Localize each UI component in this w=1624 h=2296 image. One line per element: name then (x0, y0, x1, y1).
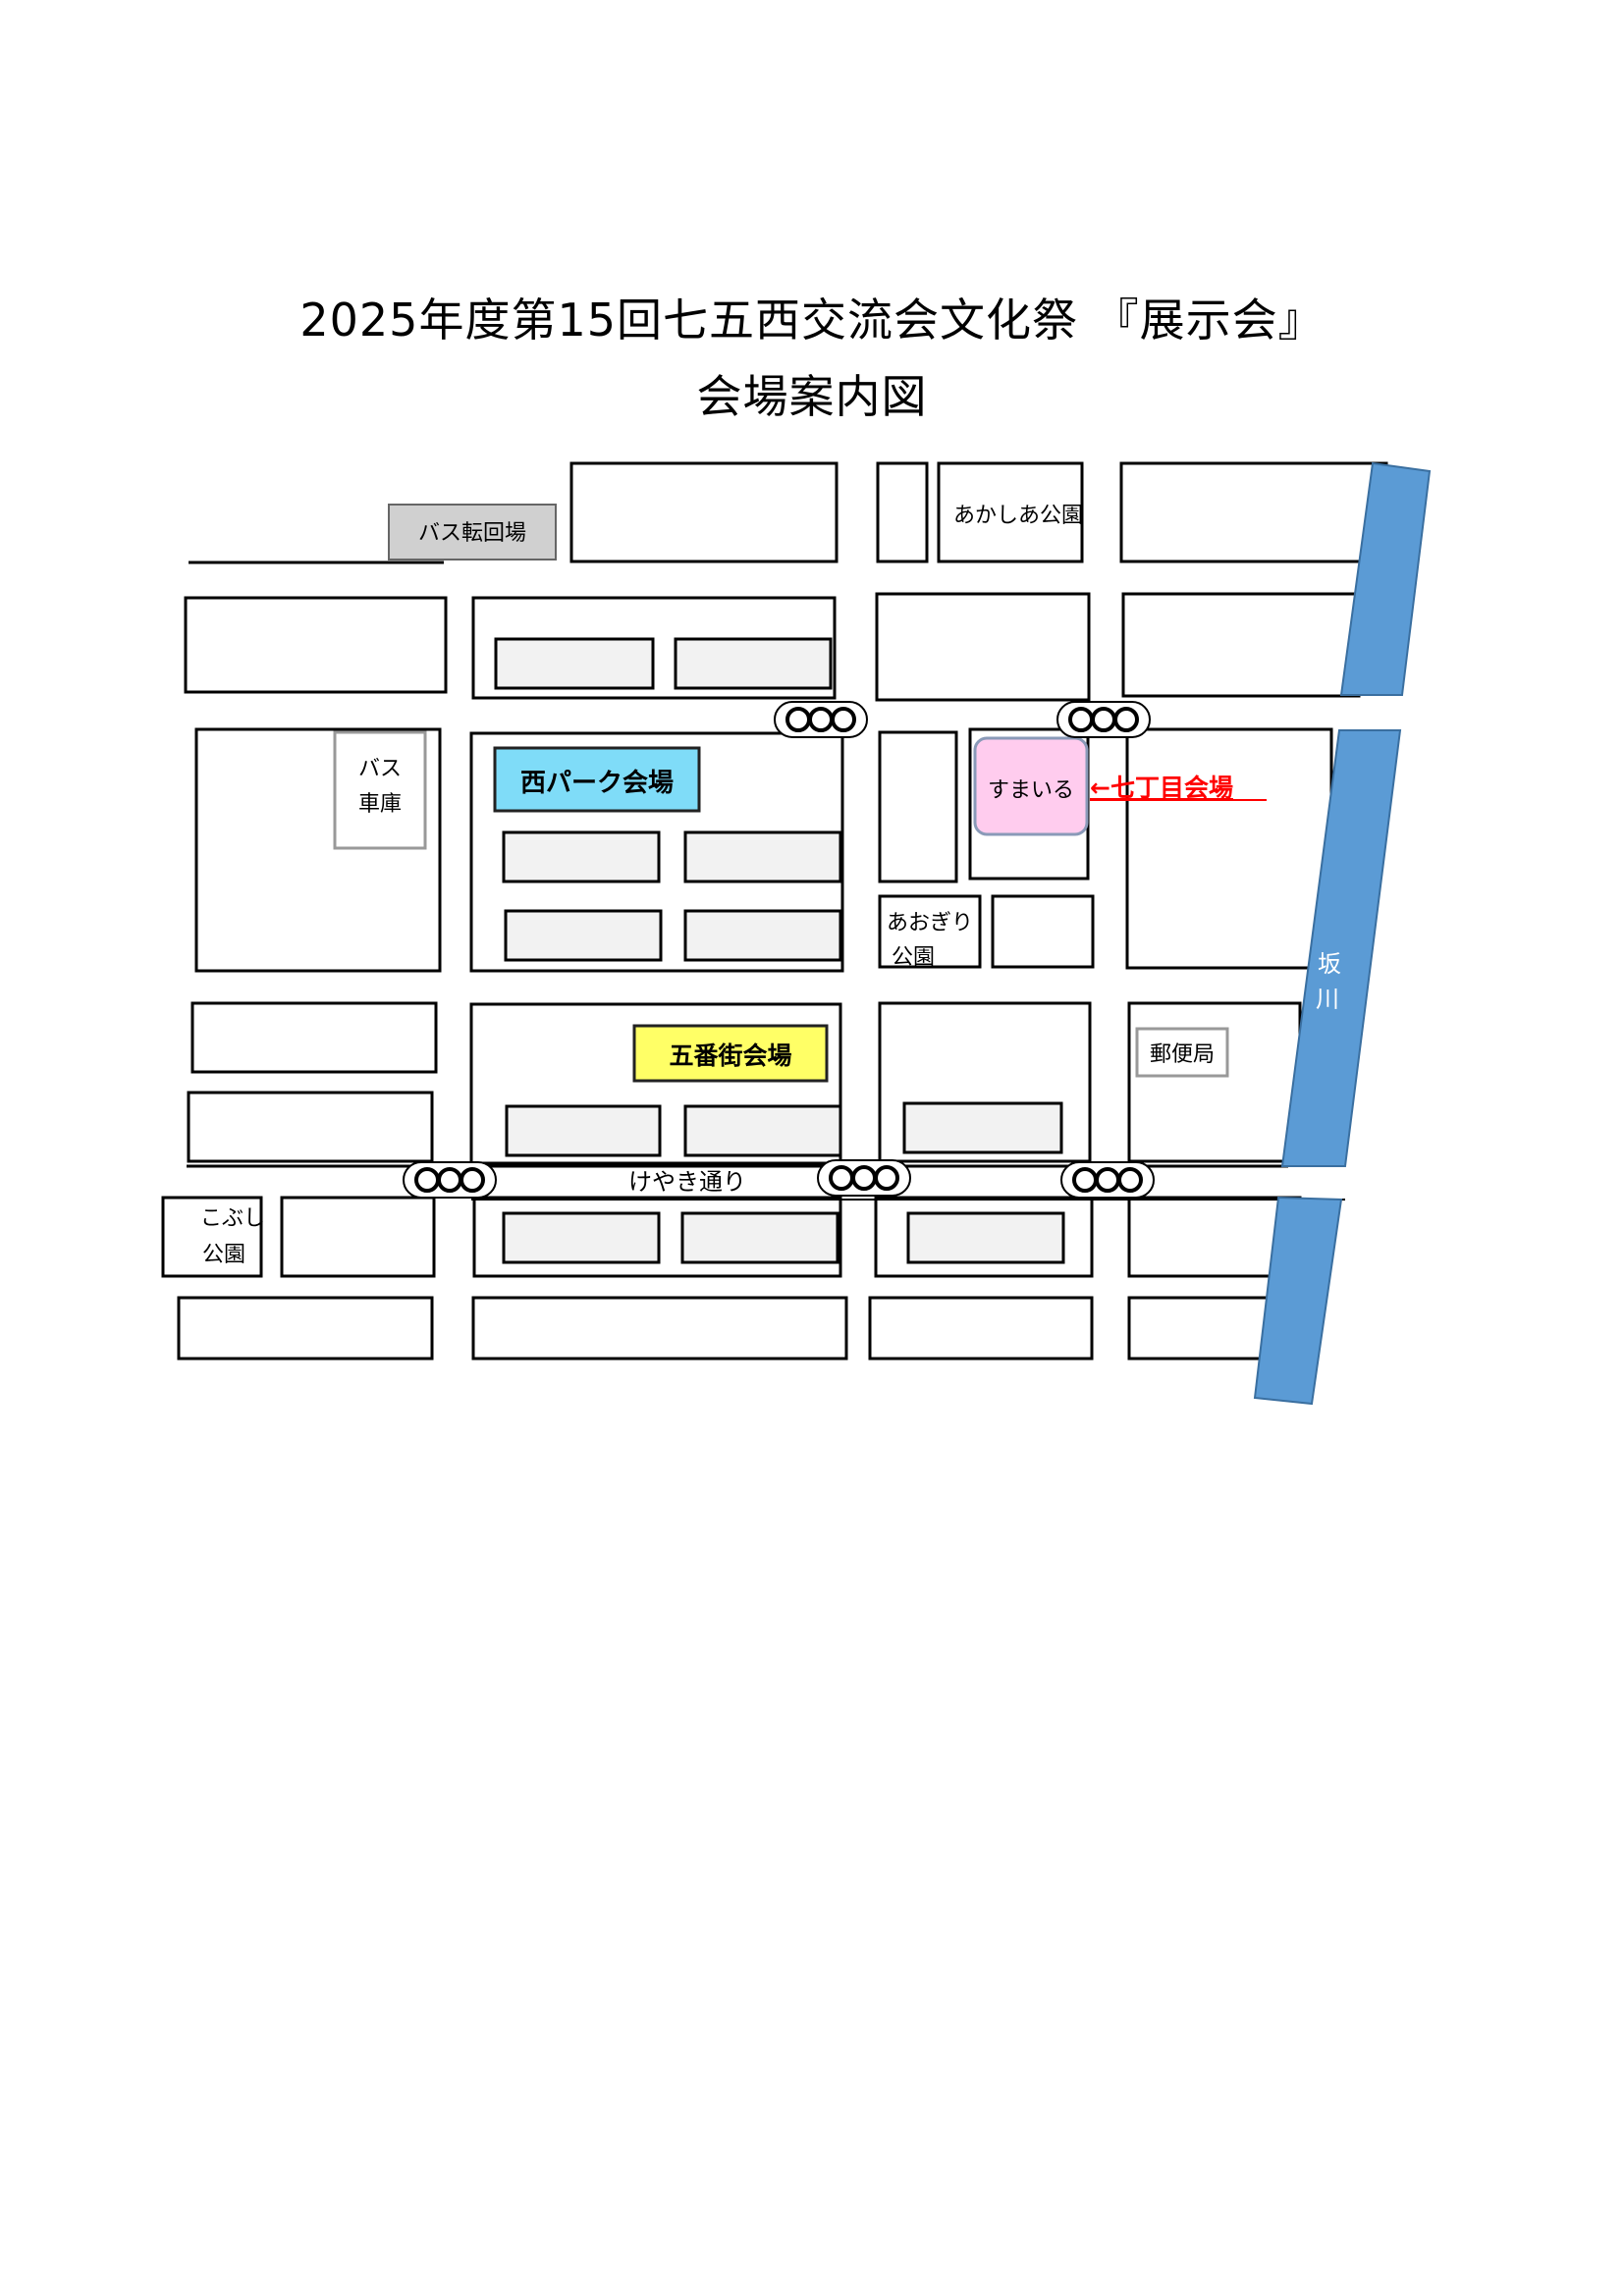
post-office-label: 郵便局 (1150, 1042, 1215, 1067)
traffic-light-icon (1060, 1161, 1155, 1199)
block (187, 1091, 434, 1163)
city-blocks (161, 461, 1388, 1361)
block (569, 461, 839, 563)
block (280, 1196, 436, 1278)
saka-river (1253, 461, 1432, 1406)
sumairu-venue: すまいる (973, 736, 1089, 836)
bus-garage: バス 車庫 (333, 730, 427, 850)
traffic-light-icon (774, 701, 868, 738)
kobushi-park-label-2: 公園 (202, 1243, 245, 1267)
block (471, 596, 837, 700)
nishi-park-venue-label: 西パーク会場 (520, 769, 674, 798)
bus-turnaround-label: バス転回場 (418, 521, 526, 546)
block (874, 1196, 1094, 1278)
map-title: 2025年度第15回七五西交流会文化祭 『展示会』 (299, 294, 1325, 347)
block (184, 596, 448, 694)
block (1121, 592, 1361, 698)
block (194, 727, 442, 973)
block (875, 592, 1091, 702)
river-label-1: 坂 (1318, 950, 1341, 978)
post-office: 郵便局 (1135, 1027, 1229, 1078)
block (161, 1196, 263, 1278)
block (469, 1002, 842, 1165)
kobushi-park-label-1: こぶし (200, 1206, 265, 1231)
map-subtitle: 会場案内図 (696, 370, 928, 423)
nanachome-venue-label: ←七丁目会場 (1090, 774, 1233, 802)
bus-garage-label-1: バス (358, 757, 402, 781)
nishi-park-venue: 西パーク会場 (493, 746, 701, 813)
block (876, 461, 929, 563)
aogiri-park-label-1: あおぎり (887, 911, 973, 935)
block (1127, 1001, 1302, 1163)
river-label-2: 川 (1316, 986, 1339, 1013)
traffic-light-icon (1056, 701, 1151, 738)
block (471, 1296, 848, 1361)
block (1125, 727, 1333, 970)
block (177, 1296, 434, 1361)
block (469, 731, 844, 973)
block (190, 1001, 438, 1074)
gobangai-venue-label: 五番街会場 (669, 1041, 791, 1070)
sumairu-label: すまいる (988, 778, 1074, 803)
block (991, 894, 1095, 969)
block (878, 1001, 1092, 1163)
block (878, 730, 958, 883)
block (1119, 461, 1388, 563)
bus-garage-label-2: 車庫 (358, 792, 402, 817)
traffic-light-icon (403, 1161, 497, 1199)
block (937, 461, 1084, 563)
traffic-light-icon (817, 1159, 911, 1197)
keyaki-street-label: けやき通り (628, 1168, 746, 1196)
akashia-park-label: あかしあ公園 (953, 504, 1083, 528)
block (868, 1296, 1094, 1361)
block (472, 1196, 842, 1278)
gobangai-venue: 五番街会場 (632, 1024, 829, 1083)
aogiri-park-label-2: 公園 (892, 945, 935, 970)
block (878, 894, 982, 969)
bus-turnaround: バス転回場 (388, 504, 557, 561)
inner-buildings (494, 637, 1065, 1264)
